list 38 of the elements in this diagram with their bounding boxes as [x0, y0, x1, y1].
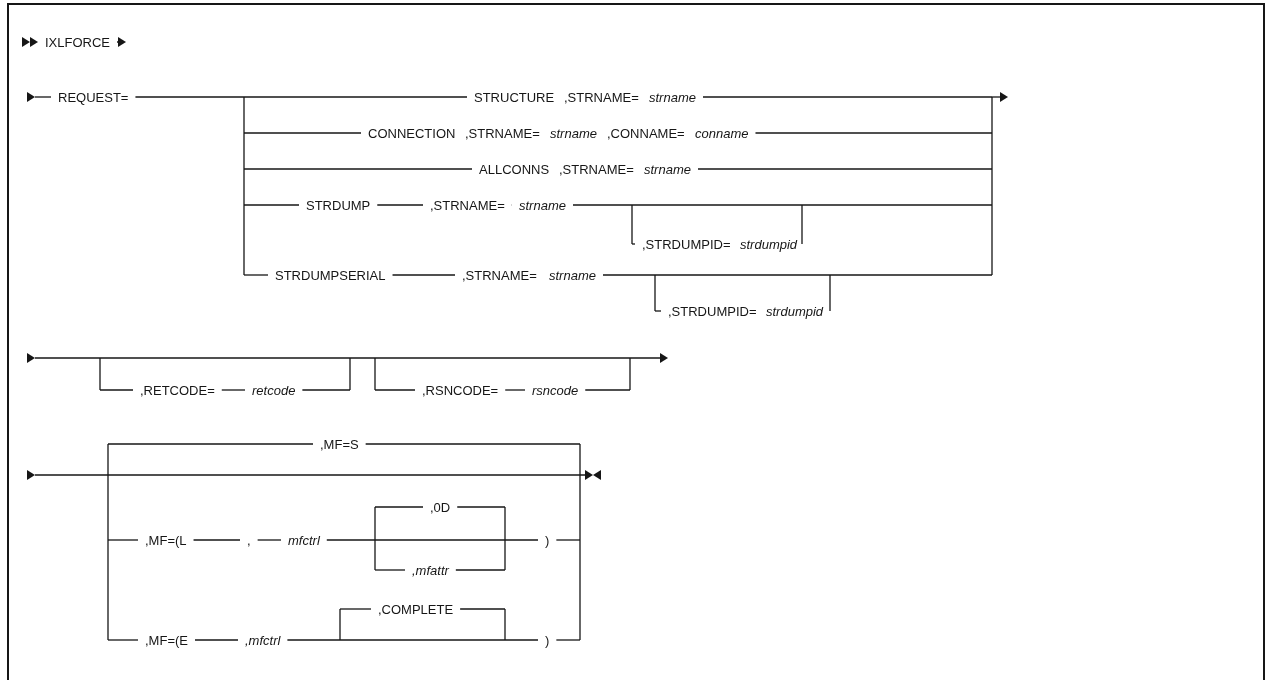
syntax-keyword: ,MF=S: [320, 437, 359, 451]
syntax-keyword: STRUCTURE: [474, 90, 555, 104]
syntax-keyword: ,STRDUMPID=: [642, 237, 731, 251]
syntax-keyword: ,CONNAME=: [607, 126, 685, 140]
variable-text: conname: [695, 126, 749, 140]
syntax-keyword: CONNECTION: [368, 126, 456, 140]
syntax-keyword: ,: [247, 533, 251, 547]
syntax-keyword: ,STRNAME=: [465, 126, 540, 140]
variable-text: strname: [519, 198, 566, 212]
variable-text: strname: [549, 268, 596, 282]
variable-text: strdumpid: [740, 237, 798, 251]
syntax-keyword: STRDUMP: [306, 198, 371, 212]
syntax-keyword: ,RETCODE=: [140, 383, 215, 397]
syntax-keyword: ): [545, 533, 550, 547]
syntax-keyword: ,MF=(E: [145, 633, 188, 647]
variable-text: strname: [644, 162, 691, 176]
variable-text: rsncode: [532, 383, 579, 397]
variable-text: ,mfctrl: [245, 633, 281, 647]
syntax-keyword: ,STRNAME=: [430, 198, 505, 212]
syntax-keyword: ,STRNAME=: [564, 90, 639, 104]
variable-text: mfctrl: [288, 533, 320, 547]
syntax-keyword: ,RSNCODE=: [422, 383, 499, 397]
syntax-keyword: ,STRNAME=: [462, 268, 537, 282]
variable-text: retcode: [252, 383, 296, 397]
syntax-keyword: REQUEST=: [58, 90, 129, 104]
syntax-keyword: ,COMPLETE: [378, 602, 454, 616]
syntax-keyword: IXLFORCE: [45, 35, 110, 49]
variable-text: strname: [550, 126, 597, 140]
syntax-keyword: ,STRDUMPID=: [668, 304, 757, 318]
syntax-keyword: ALLCONNS: [479, 162, 550, 176]
syntax-keyword: ,STRNAME=: [559, 162, 634, 176]
syntax-keyword: ,0D: [430, 500, 451, 514]
syntax-keyword: ,MF=(L: [145, 533, 187, 547]
syntax-keyword: ): [545, 633, 550, 647]
variable-text: strdumpid: [766, 304, 824, 318]
variable-text: strname: [649, 90, 696, 104]
variable-text: ,mfattr: [412, 563, 449, 577]
syntax-keyword: STRDUMPSERIAL: [275, 268, 386, 282]
